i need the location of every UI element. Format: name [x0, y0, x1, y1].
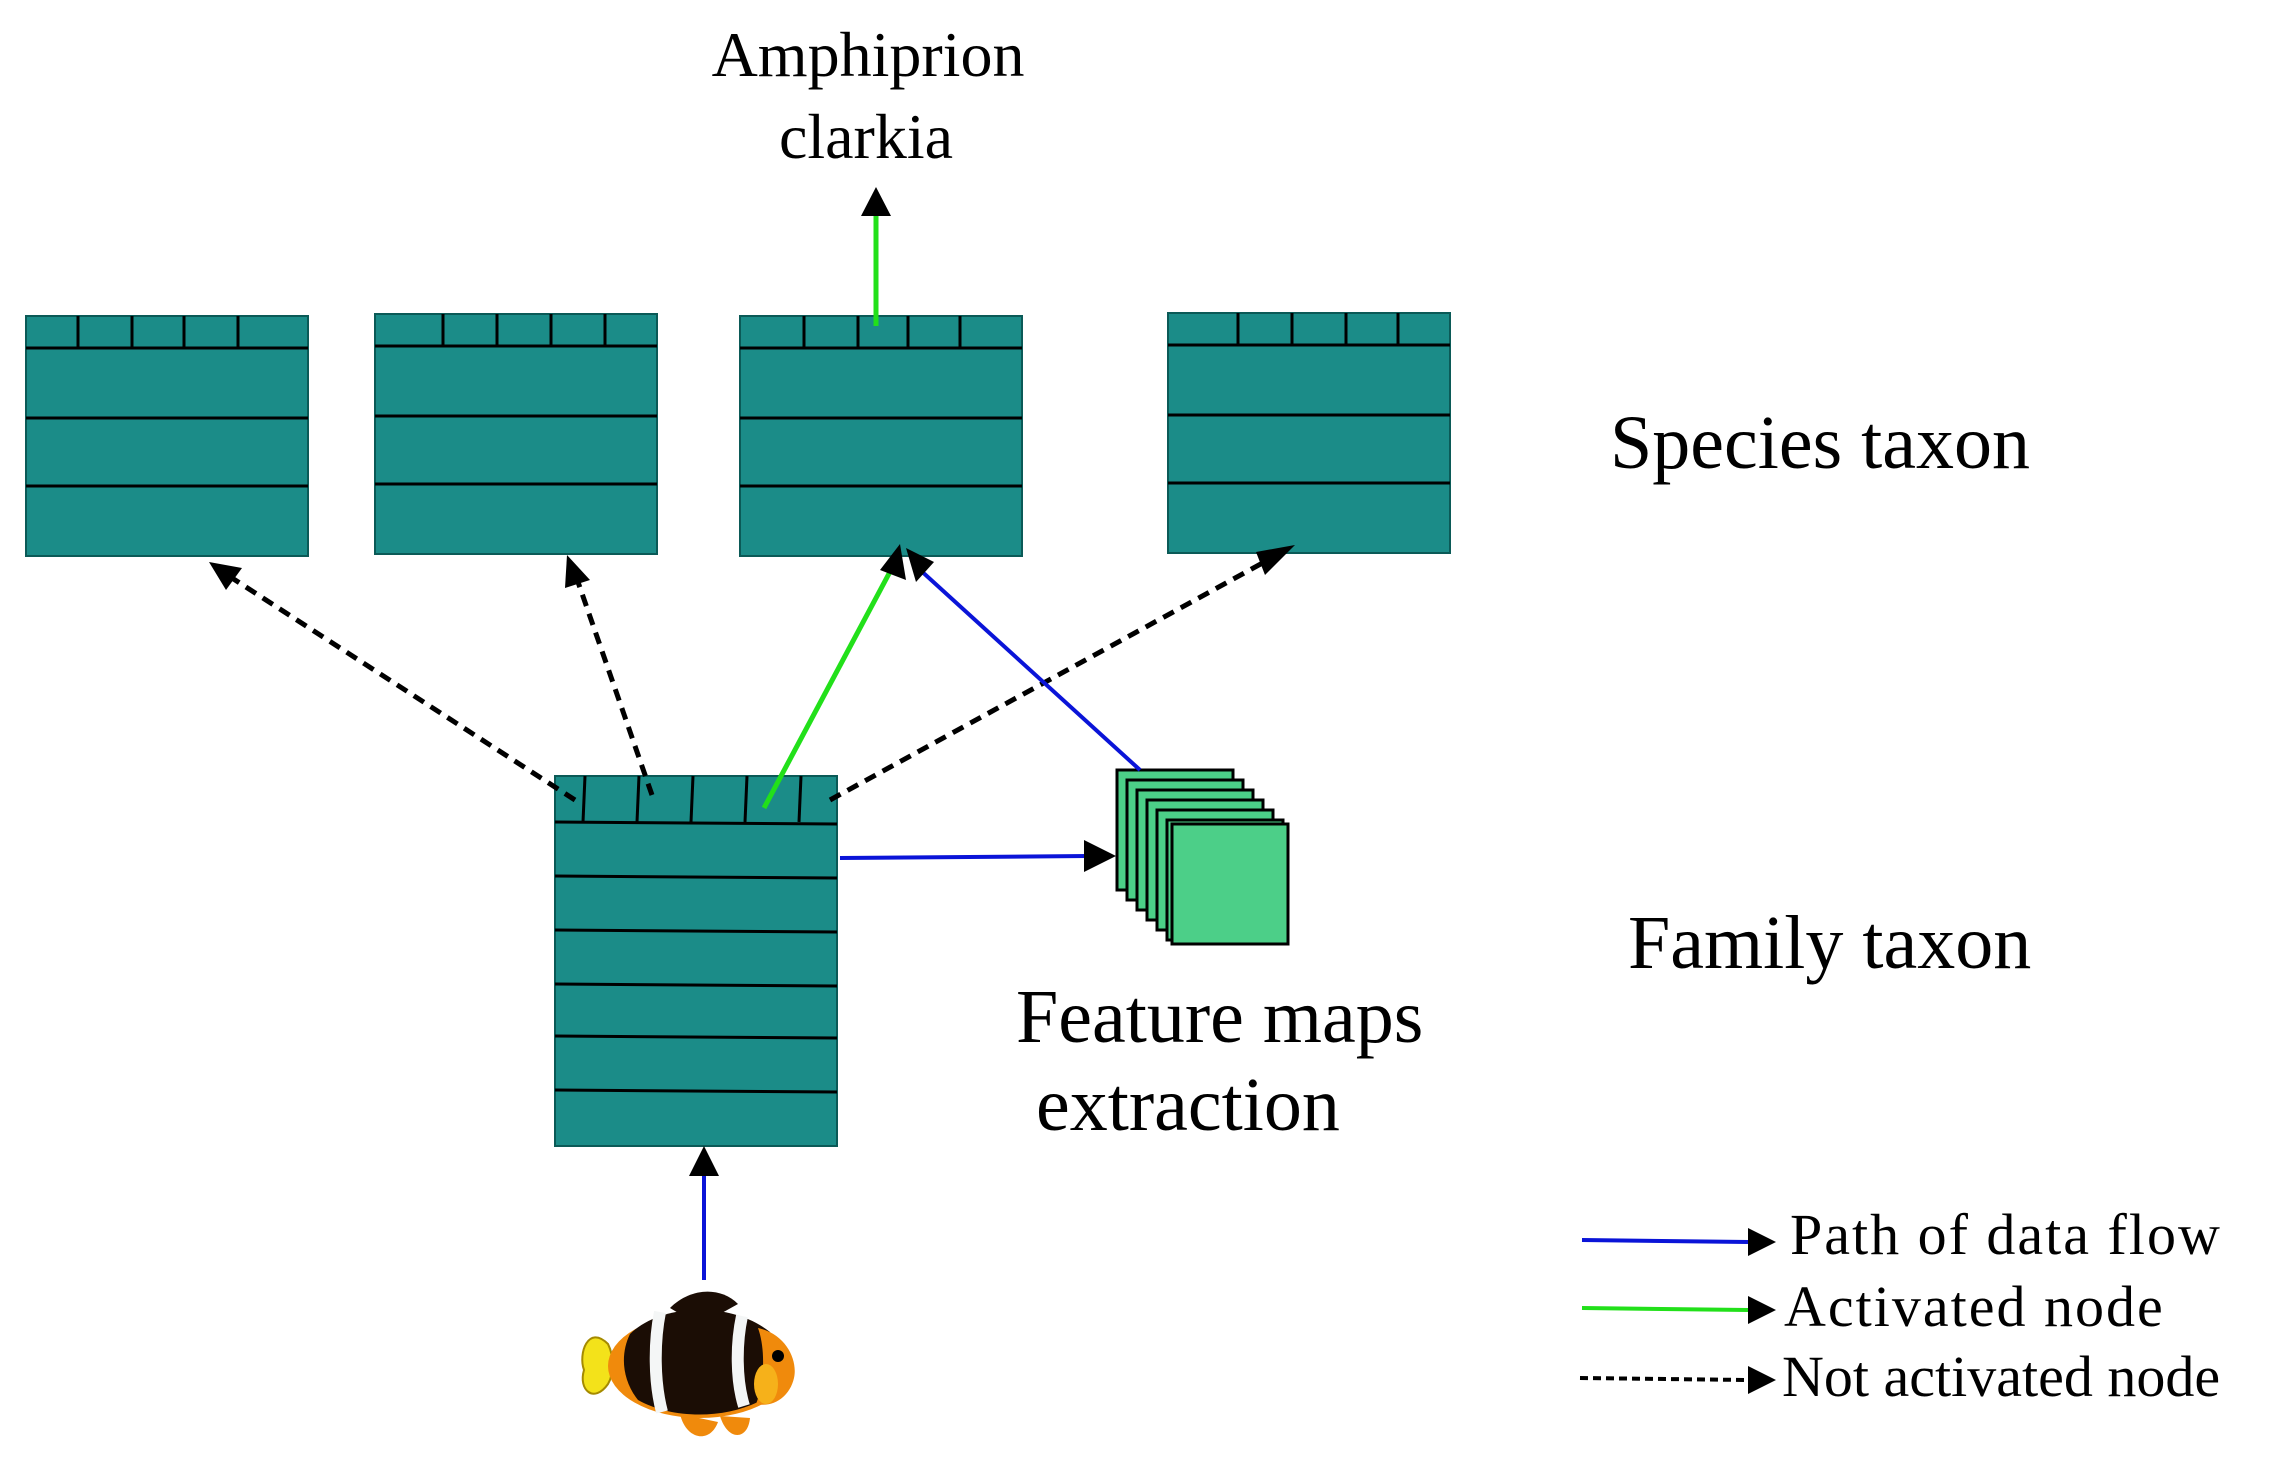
arrowhead-data-flow-feature — [1084, 840, 1116, 872]
arrowhead-data-flow-input — [689, 1146, 719, 1176]
legend-label-activated: Activated node — [1784, 1274, 2165, 1339]
arrowhead-species-2 — [565, 555, 590, 588]
species-node-3 — [739, 315, 1023, 557]
output-label-line2: clarkia — [779, 101, 953, 172]
edge-data-flow-feature-to-species-3 — [916, 566, 1142, 772]
family-taxon-label: Family taxon — [1628, 901, 2031, 985]
legend: Path of data flow Activated node Not act… — [1579, 1202, 2222, 1409]
edge-activated-family-to-species-3 — [761, 566, 895, 810]
output-label-line1: Amphiprion — [712, 19, 1025, 90]
arrowhead-species-1 — [209, 562, 242, 590]
legend-label-not-activated: Not activated node — [1782, 1344, 2220, 1409]
species-node-4 — [1167, 312, 1451, 554]
not-activated-edges — [230, 557, 1270, 803]
arrowhead-activated-species-3 — [880, 544, 906, 580]
edge-family-to-species-4 — [828, 557, 1270, 803]
feature-maps-label-line1: Feature maps — [1016, 975, 1423, 1059]
edge-data-flow-family-to-feature — [839, 854, 1089, 860]
legend-label-data-flow: Path of data flow — [1790, 1202, 2222, 1267]
legend-item-activated: Activated node — [1581, 1274, 2165, 1339]
species-taxon-label: Species taxon — [1610, 401, 2030, 485]
arrowhead-data-flow-species-3 — [906, 548, 934, 582]
family-node — [554, 775, 838, 1147]
edge-family-to-species-1 — [230, 575, 577, 803]
feature-maps-stack — [1115, 768, 1290, 946]
feature-maps-label-line2: extraction — [1036, 1063, 1340, 1147]
legend-item-not-activated: Not activated node — [1579, 1344, 2220, 1409]
species-node-1 — [25, 315, 309, 557]
clownfish-icon — [581, 1291, 795, 1437]
arrowhead-species-4 — [1256, 545, 1295, 575]
edge-family-to-species-2 — [575, 581, 655, 796]
species-node-2 — [374, 313, 658, 555]
arrowhead-output — [861, 187, 891, 216]
legend-item-data-flow: Path of data flow — [1581, 1202, 2222, 1267]
